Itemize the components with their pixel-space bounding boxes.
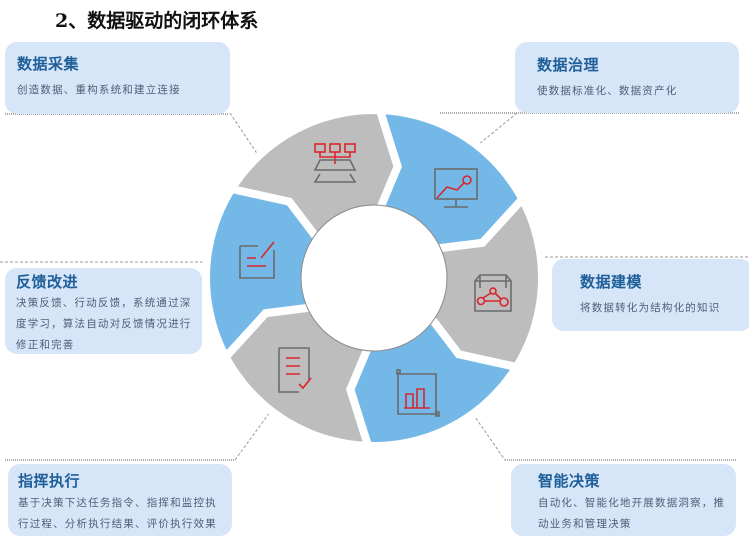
stage-desc: 将数据转化为结构化的知识 — [580, 302, 721, 314]
stage-title: 数据建模 — [580, 273, 643, 291]
stage-box-feedback-improvement: 反馈改进 决策反馈、行动反馈，系统通过深度学习，算法自动对反馈情况进行修正和完善 — [5, 268, 202, 354]
stage-desc: 决策反馈、行动反馈，系统通过深度学习，算法自动对反馈情况进行修正和完善 — [16, 297, 192, 351]
center-circle — [300, 204, 448, 352]
model-cube-icon — [474, 274, 512, 312]
stage-title: 智能决策 — [538, 472, 601, 490]
bar-chart-icon — [396, 369, 440, 417]
page-title: 2、数据驱动的闭环体系 — [55, 10, 259, 32]
stage-desc: 自动化、智能化地开展数据洞察，推动业务和管理决策 — [538, 497, 726, 530]
stage-title: 反馈改进 — [16, 273, 79, 291]
stage-title: 指挥执行 — [18, 472, 81, 490]
data-collection-icon — [313, 143, 357, 183]
connector-line — [472, 413, 506, 461]
edit-note-icon — [239, 241, 275, 279]
checklist-icon — [278, 347, 312, 393]
monitor-chart-icon — [434, 168, 478, 208]
stage-box-intelligent-decision: 智能决策 自动化、智能化地开展数据洞察，推动业务和管理决策 — [511, 464, 736, 536]
stage-desc: 创造数据、重构系统和建立连接 — [17, 84, 181, 96]
stage-title: 数据治理 — [537, 56, 600, 74]
stage-desc: 使数据标准化、数据资产化 — [537, 85, 678, 97]
connector-line — [234, 411, 271, 461]
stage-box-data-modeling: 数据建模 将数据转化为结构化的知识 — [552, 259, 749, 331]
stage-box-command-execution: 指挥执行 基于决策下达任务指令、指挥和监控执行过程、分析执行结果、评价执行效果 — [8, 464, 232, 536]
stage-box-data-collection: 数据采集 创造数据、重构系统和建立连接 — [5, 42, 230, 114]
connector-line — [477, 112, 518, 146]
stage-title: 数据采集 — [17, 55, 80, 73]
connector-line — [229, 112, 259, 156]
stage-box-data-governance: 数据治理 使数据标准化、数据资产化 — [515, 42, 739, 113]
stage-desc: 基于决策下达任务指令、指挥和监控执行过程、分析执行结果、评价执行效果 — [18, 497, 217, 530]
